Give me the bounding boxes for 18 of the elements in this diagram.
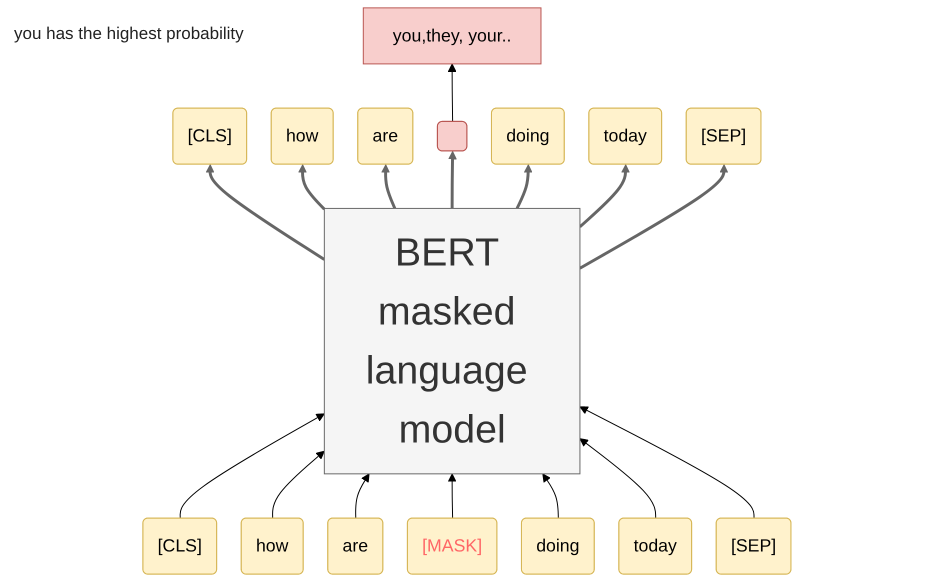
arrow [180, 413, 325, 520]
arrow [381, 164, 396, 209]
arrow [448, 151, 457, 208]
arrow [580, 438, 656, 520]
arrow [542, 473, 559, 520]
node-box: you,they, your.. [362, 7, 542, 64]
arrow [448, 473, 457, 520]
annotation-text: you has the highest probability [14, 24, 244, 44]
arrow [516, 164, 533, 210]
arrow [580, 406, 755, 520]
arrow [272, 450, 325, 520]
arrow [206, 164, 326, 261]
arrow [355, 473, 370, 520]
node-box: BERT masked language model [324, 208, 581, 474]
arrow [298, 164, 326, 210]
arrow [579, 164, 630, 228]
arrow [579, 164, 728, 270]
arrow [448, 64, 457, 122]
